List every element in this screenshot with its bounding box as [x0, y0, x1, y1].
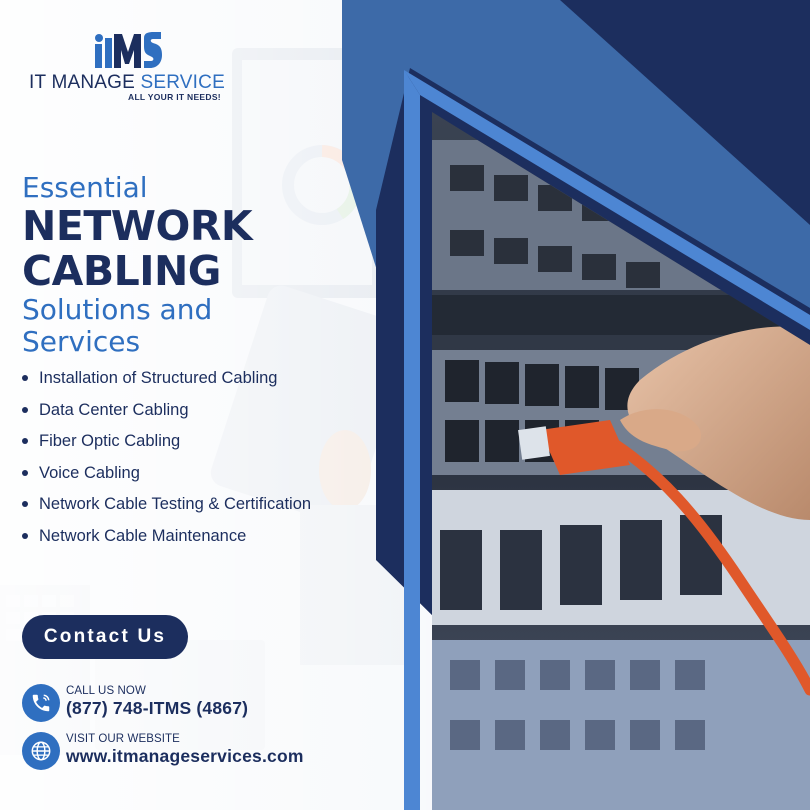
- bullet-icon: [22, 532, 28, 539]
- service-item-label: Voice Cabling: [39, 463, 140, 482]
- company-name-accent: SERVICE: [140, 72, 225, 93]
- bullet-icon: [22, 469, 28, 476]
- service-item: Voice Cabling: [22, 461, 352, 493]
- bullet-icon: [22, 406, 28, 413]
- headline-line-solutions: Solutions and: [22, 293, 213, 326]
- service-item: Data Center Cabling: [22, 398, 352, 430]
- headline-line-cabling: CABLING: [22, 247, 221, 295]
- bullet-icon: [22, 438, 28, 445]
- phone-icon: [22, 684, 60, 722]
- company-tagline: ALL YOUR IT NEEDS!: [128, 92, 221, 102]
- phone-label: CALL US NOW: [66, 685, 146, 697]
- contact-us-button[interactable]: Contact Us: [22, 615, 188, 659]
- website-label: VISIT OUR WEBSITE: [66, 733, 180, 745]
- headline-line-services: Services: [22, 325, 141, 358]
- website-contact[interactable]: VISIT OUR WEBSITE www.itmanageservices.c…: [22, 732, 342, 772]
- service-item-label: Fiber Optic Cabling: [39, 432, 181, 451]
- globe-icon: [22, 732, 60, 770]
- service-item: Network Cable Testing & Certification: [22, 492, 352, 524]
- service-item-label: Installation of Structured Cabling: [39, 369, 278, 387]
- service-item: Network Cable Maintenance: [22, 524, 352, 556]
- phone-number[interactable]: (877) 748-ITMS (4867): [66, 698, 249, 718]
- bullet-icon: [22, 375, 28, 381]
- service-item: Installation of Structured Cabling: [22, 366, 352, 398]
- services-list: Installation of Structured Cabling Data …: [22, 366, 352, 556]
- company-name: IT MANAGE SERVICE: [22, 72, 232, 94]
- headline-line-network: NETWORK: [22, 202, 253, 250]
- itms-logo-mark: [95, 32, 162, 68]
- bullet-icon: [22, 501, 28, 508]
- headline-line-essential: Essential: [22, 171, 148, 204]
- company-name-primary: IT MANAGE: [29, 72, 135, 93]
- service-item-label: Network Cable Testing & Certification: [39, 495, 312, 514]
- headline: Essential NETWORK CABLING Solutions and …: [22, 172, 342, 358]
- website-url[interactable]: www.itmanageservices.com: [66, 746, 304, 766]
- company-logo: IT MANAGE SERVICE ALL YOUR IT NEEDS!: [22, 30, 232, 102]
- service-item: Fiber Optic Cabling: [22, 429, 352, 461]
- phone-contact[interactable]: CALL US NOW (877) 748-ITMS (4867): [22, 684, 342, 724]
- service-item-label: Data Center Cabling: [39, 400, 189, 419]
- service-item-label: Network Cable Maintenance: [39, 526, 247, 545]
